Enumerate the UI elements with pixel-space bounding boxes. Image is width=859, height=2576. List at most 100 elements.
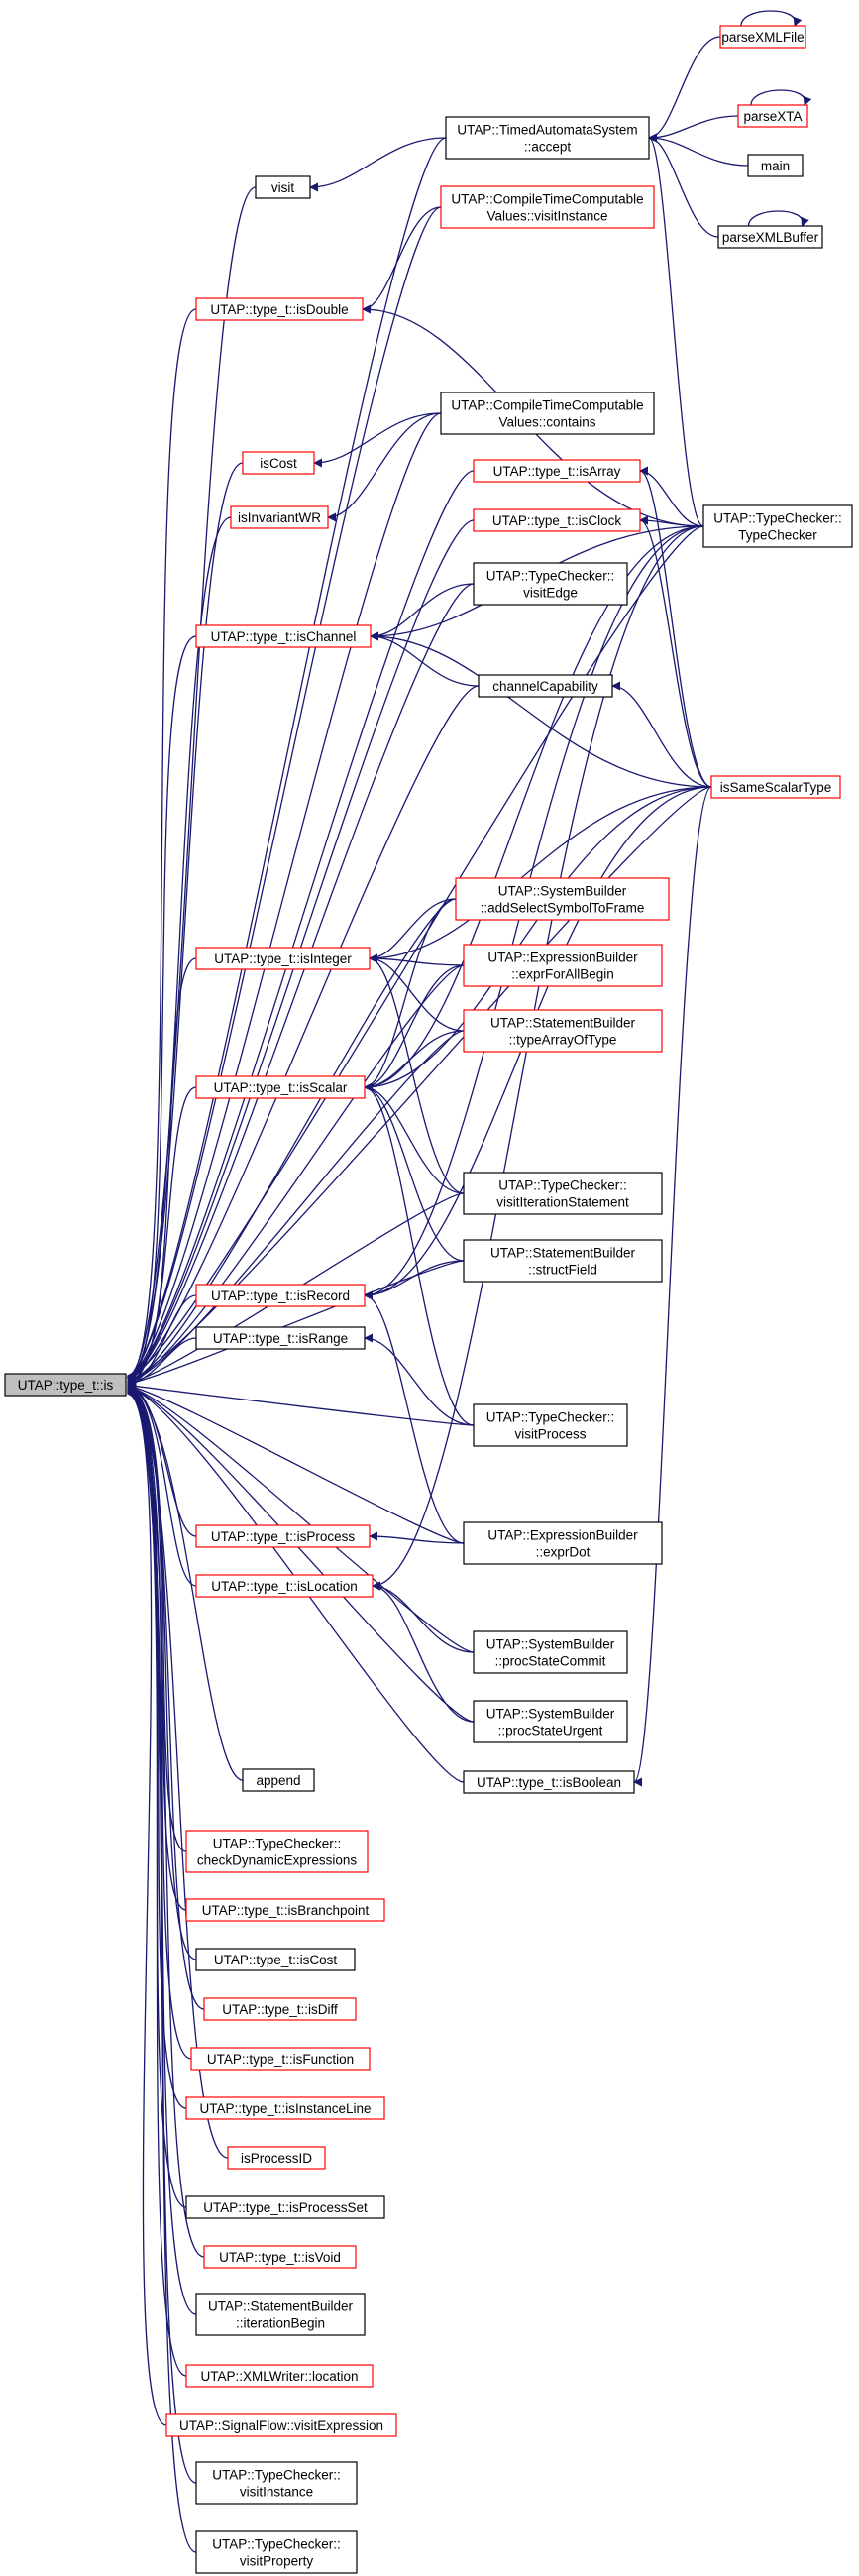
node-is-channel[interactable]: UTAP::type_t::isChannel bbox=[195, 624, 372, 648]
node-is-function[interactable]: UTAP::type_t::isFunction bbox=[190, 2047, 371, 2071]
node-ctc-contains[interactable]: UTAP::CompileTimeComputableValues::conta… bbox=[440, 392, 655, 435]
node-is-process-i-d[interactable]: isProcessID bbox=[227, 2146, 326, 2170]
node-struct-field[interactable]: UTAP::StatementBuilder::structField bbox=[463, 1239, 663, 1283]
node-box bbox=[737, 104, 808, 128]
node-box bbox=[185, 2195, 385, 2219]
node-box bbox=[190, 2047, 371, 2071]
node-is-same-scalar-type[interactable]: isSameScalarType bbox=[710, 775, 841, 799]
call-edge-addSelect-to-isInteger bbox=[369, 898, 457, 963]
node-box bbox=[710, 775, 841, 799]
node-visit-expression[interactable]: UTAP::SignalFlow::visitExpression bbox=[165, 2413, 397, 2437]
node-box bbox=[195, 2461, 358, 2505]
node-is-cost[interactable]: isCost bbox=[242, 451, 315, 475]
node-box bbox=[463, 944, 663, 987]
node-channel-capability[interactable]: channelCapability bbox=[478, 674, 613, 698]
node-check-dynamic-expressions[interactable]: UTAP::TypeChecker::checkDynamicExpressio… bbox=[185, 1830, 369, 1873]
call-edge-visitInstanceCTC-to-isDouble bbox=[362, 206, 442, 314]
node-xml-location[interactable]: UTAP::XMLWriter::location bbox=[185, 2364, 374, 2388]
node-is-diff[interactable]: UTAP::type_t::isDiff bbox=[203, 1997, 357, 2021]
node-label: UTAP::TimedAutomataSystem bbox=[457, 123, 637, 138]
node-label: visitInstance bbox=[240, 2485, 313, 2500]
call-edge-procStateUrgent-to-isLocation bbox=[372, 1581, 475, 1723]
node-append[interactable]: append bbox=[242, 1768, 315, 1792]
node-iteration-begin[interactable]: UTAP::StatementBuilder::iterationBegin bbox=[195, 2293, 366, 2336]
call-edge-isSameScalarType-to-isChannel bbox=[370, 631, 712, 788]
node-label: UTAP::type_t::isArray bbox=[493, 464, 621, 479]
node-label: UTAP::type_t::isCost bbox=[214, 1953, 338, 1967]
node-box bbox=[195, 1948, 356, 1971]
node-is[interactable]: UTAP::type_t::is bbox=[4, 1373, 127, 1397]
node-tc-type-checker[interactable]: UTAP::TypeChecker::TypeChecker bbox=[702, 504, 853, 548]
node-proc-state-commit[interactable]: UTAP::SystemBuilder::procStateCommit bbox=[473, 1630, 628, 1674]
node-is-boolean[interactable]: UTAP::type_t::isBoolean bbox=[463, 1770, 635, 1794]
node-main[interactable]: main bbox=[747, 154, 804, 177]
node-is-location[interactable]: UTAP::type_t::isLocation bbox=[195, 1574, 374, 1598]
node-visit-property[interactable]: UTAP::TypeChecker::visitProperty bbox=[195, 2530, 358, 2574]
node-box bbox=[195, 1075, 366, 1099]
node-label: UTAP::TypeChecker:: bbox=[486, 569, 615, 584]
node-box bbox=[473, 562, 628, 606]
node-box bbox=[702, 504, 853, 548]
call-edge-isScalar-to-is bbox=[127, 1086, 197, 1387]
call-edge-isVoid-to-is bbox=[127, 1388, 205, 2258]
call-edge-isArray-to-is bbox=[127, 470, 475, 1382]
node-label: UTAP::type_t::isProcessSet bbox=[203, 2200, 368, 2215]
node-is-scalar[interactable]: UTAP::type_t::isScalar bbox=[195, 1075, 366, 1099]
node-expr-for-all-begin[interactable]: UTAP::ExpressionBuilder::exprForAllBegin bbox=[463, 944, 663, 987]
node-label: visit bbox=[271, 180, 294, 195]
call-edge-isSameScalarType-to-isClock bbox=[639, 515, 712, 788]
node-label: isSameScalarType bbox=[720, 780, 832, 795]
call-edge-structField-to-is bbox=[127, 1260, 465, 1388]
node-is-array[interactable]: UTAP::type_t::isArray bbox=[473, 459, 641, 483]
node-expr-dot[interactable]: UTAP::ExpressionBuilder::exprDot bbox=[463, 1521, 663, 1565]
node-label: UTAP::type_t::isVoid bbox=[219, 2250, 341, 2265]
node-label: ::exprForAllBegin bbox=[511, 967, 614, 982]
node-label: parseXMLFile bbox=[721, 30, 804, 45]
call-edge-addSelect-to-isScalar bbox=[364, 898, 457, 1092]
node-box bbox=[478, 674, 613, 698]
node-is-integer[interactable]: UTAP::type_t::isInteger bbox=[195, 947, 371, 970]
node-is-instance-line[interactable]: UTAP::type_t::isInstanceLine bbox=[185, 2096, 385, 2120]
call-edge-ctcContains-to-is bbox=[127, 412, 442, 1381]
self-loop-parseXMLFile bbox=[740, 10, 803, 27]
node-is-process-set[interactable]: UTAP::type_t::isProcessSet bbox=[185, 2195, 385, 2219]
node-type-array-of-type[interactable]: UTAP::StatementBuilder::typeArrayOfType bbox=[463, 1009, 663, 1053]
node-box bbox=[203, 2245, 357, 2269]
node-is-invariant-w-r[interactable]: isInvariantWR bbox=[230, 505, 329, 529]
node-visit-process[interactable]: UTAP::TypeChecker::visitProcess bbox=[473, 1403, 628, 1447]
call-edge-main-to-accept bbox=[648, 133, 749, 167]
node-is-double[interactable]: UTAP::type_t::isDouble bbox=[195, 297, 364, 321]
node-accept[interactable]: UTAP::TimedAutomataSystem::accept bbox=[445, 116, 650, 160]
node-is-process[interactable]: UTAP::type_t::isProcess bbox=[195, 1524, 371, 1548]
node-label: UTAP::TypeChecker:: bbox=[498, 1178, 627, 1193]
node-is-clock[interactable]: UTAP::type_t::isClock bbox=[473, 508, 641, 532]
node-visit-instance-c-t-c[interactable]: UTAP::CompileTimeComputableValues::visit… bbox=[440, 185, 655, 229]
node-label: UTAP::type_t::isBranchpoint bbox=[202, 1903, 370, 1918]
node-label: parseXTA bbox=[743, 109, 802, 124]
node-visit-instance-t-c[interactable]: UTAP::TypeChecker::visitInstance bbox=[195, 2461, 358, 2505]
node-label: UTAP::TypeChecker:: bbox=[713, 511, 842, 526]
node-visit-edge[interactable]: UTAP::TypeChecker::visitEdge bbox=[473, 562, 628, 606]
node-parse-x-t-a[interactable]: parseXTA bbox=[737, 104, 808, 128]
node-box bbox=[195, 2530, 358, 2574]
node-is-branchpoint[interactable]: UTAP::type_t::isBranchpoint bbox=[185, 1898, 385, 1922]
node-parse-x-m-l-file[interactable]: parseXMLFile bbox=[719, 25, 806, 49]
node-is-cost-t[interactable]: UTAP::type_t::isCost bbox=[195, 1948, 356, 1971]
node-label: UTAP::TypeChecker:: bbox=[213, 1837, 342, 1851]
node-label: UTAP::TypeChecker:: bbox=[212, 2537, 341, 2552]
node-label: UTAP::TypeChecker:: bbox=[486, 1410, 615, 1425]
node-parse-x-m-l-buffer[interactable]: parseXMLBuffer bbox=[717, 225, 823, 249]
node-is-record[interactable]: UTAP::type_t::isRecord bbox=[195, 1284, 366, 1307]
node-is-void[interactable]: UTAP::type_t::isVoid bbox=[203, 2245, 357, 2269]
node-label: UTAP::type_t::isRecord bbox=[211, 1288, 350, 1303]
node-visit[interactable]: visit bbox=[255, 175, 311, 199]
node-add-select[interactable]: UTAP::SystemBuilder::addSelectSymbolToFr… bbox=[455, 877, 670, 921]
node-visit-iteration-statement[interactable]: UTAP::TypeChecker::visitIterationStateme… bbox=[463, 1172, 663, 1215]
node-is-range[interactable]: UTAP::type_t::isRange bbox=[195, 1326, 366, 1350]
call-edge-typeArrayOfType-to-isInteger bbox=[369, 953, 465, 1032]
node-proc-state-urgent[interactable]: UTAP::SystemBuilder::procStateUrgent bbox=[473, 1700, 628, 1743]
node-box bbox=[195, 2293, 366, 2336]
node-label: UTAP::SystemBuilder bbox=[486, 1637, 615, 1652]
call-edge-typeArrayOfType-to-is bbox=[127, 1030, 465, 1386]
call-edge-addSelect-to-is bbox=[127, 898, 457, 1385]
